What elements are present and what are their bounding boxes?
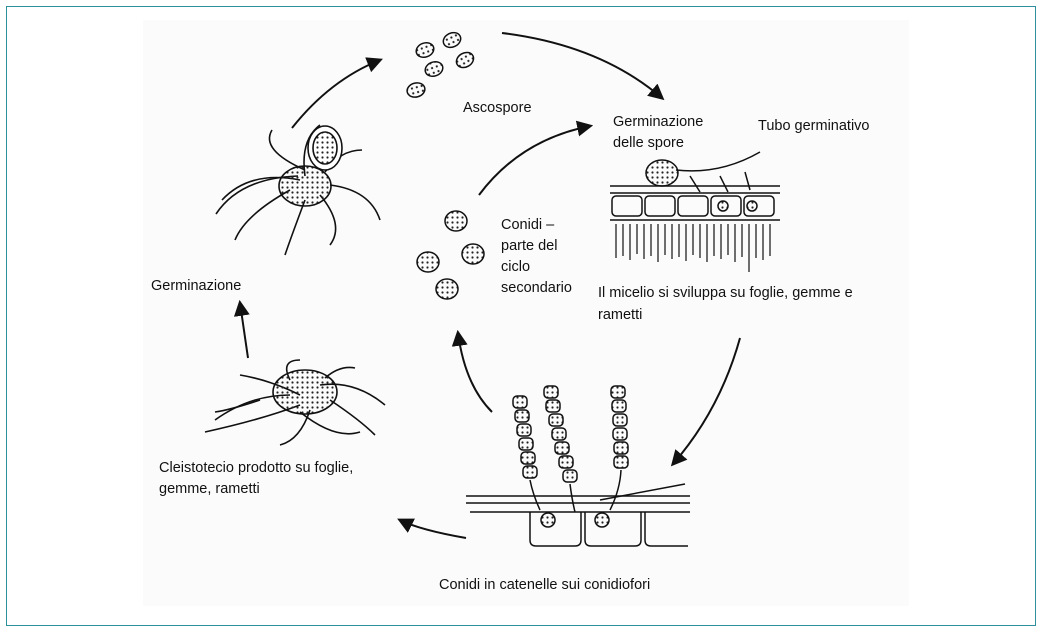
label-conidia-line4: secondario bbox=[501, 278, 572, 299]
label-spore-germination-line1: Germinazione bbox=[613, 112, 703, 133]
label-conidia-line2: parte del bbox=[501, 236, 557, 257]
arrow-chains-to-conidia bbox=[458, 333, 492, 412]
germinating-cleistothecium bbox=[216, 125, 380, 255]
label-ascospore: Ascospore bbox=[463, 98, 532, 119]
life-cycle-diagram: Ascospore Germinazione delle spore Tubo … bbox=[143, 20, 909, 606]
conidial-chains bbox=[466, 386, 690, 546]
label-cleistothecium-line2: gemme, rametti bbox=[159, 479, 260, 500]
label-germ-tube: Tubo germinativo bbox=[758, 116, 870, 137]
cleistothecium-on-leaves bbox=[205, 360, 385, 445]
label-germination: Germinazione bbox=[151, 276, 241, 297]
label-mycelium-line2: rametti bbox=[598, 305, 642, 326]
label-conidial-chains: Conidi in catenelle sui conidiofori bbox=[439, 575, 650, 596]
arrow-germination-to-ascospore bbox=[292, 60, 380, 128]
conidia-cluster bbox=[417, 211, 484, 299]
spore-germination-tissue bbox=[610, 152, 780, 272]
label-spore-germination-line2: delle spore bbox=[613, 133, 684, 154]
label-mycelium-line1: Il micelio si sviluppa su foglie, gemme … bbox=[598, 283, 853, 304]
label-conidia-line1: Conidi – bbox=[501, 215, 554, 236]
arrow-cleistothecium-to-germination bbox=[240, 303, 248, 358]
label-conidia-line3: ciclo bbox=[501, 257, 530, 278]
arrow-ascospore-to-germination bbox=[502, 33, 662, 98]
arrow-mycelium-to-conidia bbox=[673, 338, 740, 464]
ascospore-cluster bbox=[405, 30, 476, 99]
arrow-conidia-to-cleistothecium bbox=[400, 520, 466, 538]
label-cleistothecium-line1: Cleistotecio prodotto su foglie, bbox=[159, 458, 353, 479]
arrow-conidia-to-germination bbox=[479, 126, 590, 195]
